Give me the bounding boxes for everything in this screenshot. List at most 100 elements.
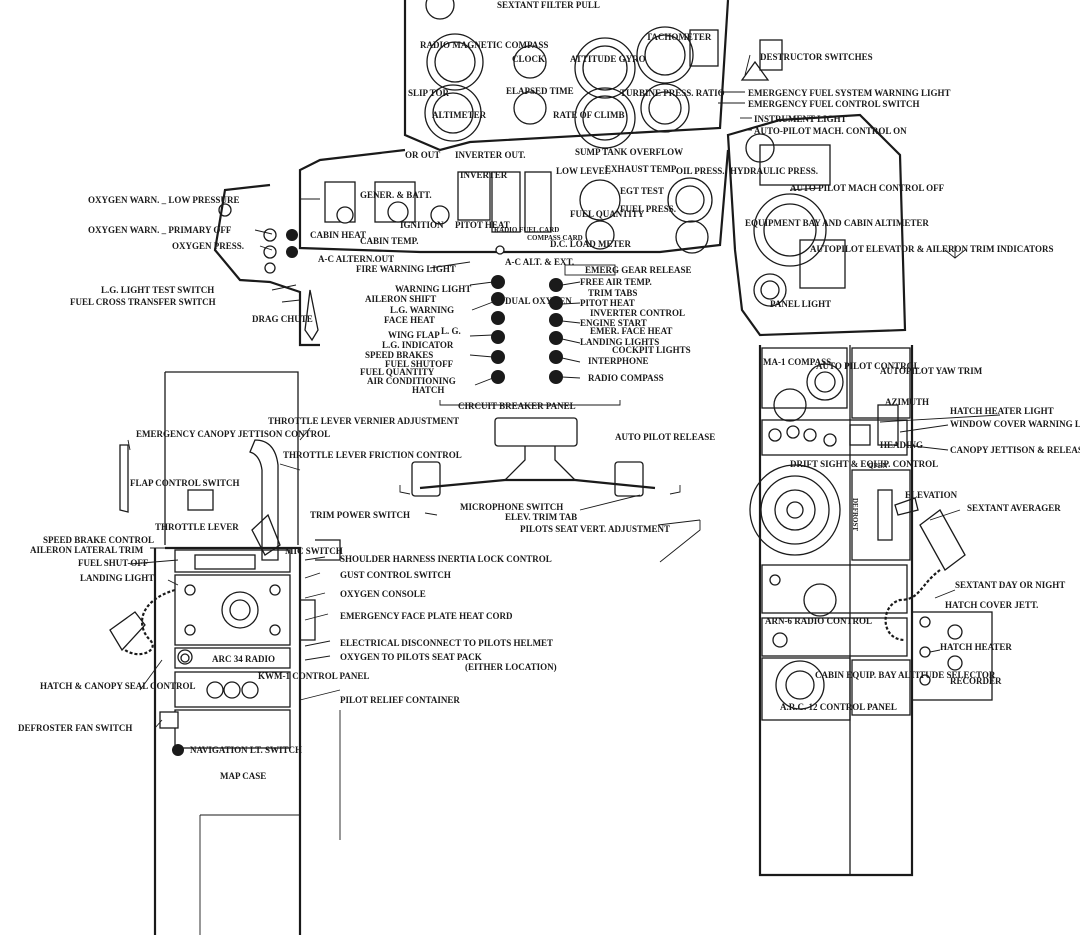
- label-lg-warning: L.G. WARNING: [390, 305, 454, 315]
- sextant-apparatus: [877, 404, 966, 642]
- label-autopilot-yaw-trim: AUTOPILOT YAW TRIM: [880, 366, 983, 376]
- label-throttle-lever-vernier: THROTTLE LEVER VERNIER ADJUSTMENT: [268, 416, 459, 426]
- label-wing-flap: WING FLAP: [388, 330, 440, 340]
- label-cabin-equip-bay-altitude-selector: CABIN EQUIP. BAY ALTITUDE SELECTOR: [815, 670, 996, 680]
- label-defroster-fan-switch: DEFROSTER FAN SWITCH: [18, 723, 132, 733]
- label-canopy-jettison-release: CANOPY JETTISON & RELEASE CONTROL: [950, 445, 1080, 455]
- label-hatch-cover-jett: HATCH COVER JETT.: [945, 600, 1038, 610]
- label-auto-pilot-release: AUTO PILOT RELEASE: [615, 432, 715, 442]
- label-cockpit-lights: COCKPIT LIGHTS: [612, 345, 691, 355]
- label-face-heat: FACE HEAT: [384, 315, 435, 325]
- label-ignition: IGNITION: [400, 220, 444, 230]
- label-fuel-quantity-gauge: FUEL QUANTITY: [570, 209, 645, 219]
- label-landing-lights: LANDING LIGHTS: [580, 337, 659, 347]
- label-trim-tabs: TRIM TABS: [588, 288, 637, 298]
- label-gener-batt: GENER. & BATT.: [360, 190, 432, 200]
- label-lg: L. G.: [441, 326, 461, 336]
- label-emer-face-heat: EMER. FACE HEAT: [590, 326, 672, 336]
- label-pilot-relief-container: PILOT RELIEF CONTAINER: [340, 695, 460, 705]
- label-hatch-heater-light: HATCH HEATER LIGHT: [950, 406, 1054, 416]
- right-console: [749, 345, 993, 877]
- label-mic-switch: MIC SWITCH: [285, 546, 343, 556]
- label-drift-sight: DRIFT SIGHT & EQUIP. CONTROL: [790, 459, 938, 469]
- label-kwm1-control-panel: KWM-1 CONTROL PANEL: [258, 671, 369, 681]
- label-aileron-lateral-trim: AILERON LATERAL TRIM: [30, 545, 144, 555]
- label-radio-fuel-card: RADIO FUEL CARD: [494, 226, 559, 234]
- label-radio-compass: RADIO COMPASS: [588, 373, 664, 383]
- label-speed-brakes: SPEED BRAKES: [365, 350, 433, 360]
- label-fuel-shutoff: FUEL SHUTOFF: [385, 359, 454, 369]
- label-equipment-bay-cabin-altimeter: EQUIPMENT BAY AND CABIN ALTIMETER: [745, 218, 929, 228]
- leader-lines: [127, 91, 1001, 840]
- label-emerg-gear-release: EMERG GEAR RELEASE: [585, 265, 692, 275]
- label-sump-tank-overflow: SUMP TANK OVERFLOW: [575, 147, 683, 157]
- label-fuel-shut-off: FUEL SHUT-OFF: [78, 558, 149, 568]
- label-dual-oxygen: DUAL OXYGEN: [505, 296, 572, 306]
- label-turbine-press-ratio: TURBINE PRESS. RATIO: [620, 88, 725, 98]
- label-oxygen-press: OXYGEN PRESS.: [172, 241, 244, 251]
- label-hydraulic-press: HYDRAULIC PRESS.: [730, 166, 818, 176]
- label-engine-start: ENGINE START: [580, 318, 647, 328]
- label-azimuth: AZIMUTH: [885, 397, 929, 407]
- label-oxygen-to-seat-pack: OXYGEN TO PILOTS SEAT PACK: [340, 652, 482, 662]
- label-destructor-switches: DESTRUCTOR SWITCHES: [760, 52, 873, 62]
- label-attitude-gyro: ATTITUDE GYRO: [570, 54, 646, 64]
- label-elapsed-time: ELAPSED TIME: [506, 86, 574, 96]
- label-trim-power-switch: TRIM POWER SWITCH: [310, 510, 410, 520]
- label-gust-control-switch: GUST CONTROL SWITCH: [340, 570, 451, 580]
- main-instrument-panel: [298, 0, 730, 255]
- label-generator-out: OR OUT: [405, 150, 440, 160]
- label-egt-test: EGT TEST: [620, 186, 664, 196]
- label-inverter-control: INVERTER CONTROL: [590, 308, 685, 318]
- label-pitot-heat-top: PITOT HEAT: [455, 220, 510, 230]
- label-instrument-light: INSTRUMENT LIGHT: [754, 114, 847, 124]
- label-heading: HEADING: [880, 440, 923, 450]
- label-fuel-press: FUEL PRESS.: [620, 204, 676, 214]
- label-map-case: MAP CASE: [220, 771, 266, 781]
- label-auto-pilot-control: AUTO PILOT CONTROL: [816, 361, 920, 371]
- label-sextant-averager: SEXTANT AVERAGER: [967, 503, 1061, 513]
- label-air-conditioning: AIR CONDITIONING: [367, 376, 456, 386]
- label-electrical-disconnect: ELECTRICAL DISCONNECT TO PILOTS HELMET: [340, 638, 553, 648]
- label-tachometer: TACHOMETER: [646, 32, 712, 42]
- label-defrost: DEFROST: [851, 498, 859, 531]
- label-arc12-control-panel: A.R.C. 12 CONTROL PANEL: [780, 702, 897, 712]
- label-arc34-radio: ARC 34 RADIO: [212, 654, 275, 664]
- label-inverter-out: INVERTER OUT.: [455, 150, 526, 160]
- label-recorder: RECORDER: [950, 676, 1002, 686]
- left-oxygen-panel: [213, 183, 320, 347]
- label-compass-card: COMPASS CARD: [527, 234, 583, 242]
- label-radio-magnetic-compass: RADIO MAGNETIC COMPASS: [420, 40, 548, 50]
- label-slip-indicator: SLIP TOR: [408, 88, 449, 98]
- label-navigation-lt-switch: NAVIGATION LT. SWITCH: [190, 745, 302, 755]
- label-ac-alt-ext: A-C ALT. & EXT.: [505, 257, 574, 267]
- label-fire-warning-light: FIRE WARNING LIGHT: [356, 264, 456, 274]
- label-ma1-compass: MA-1 COMPASS: [763, 357, 831, 367]
- label-window-cover-warning-light: WINDOW COVER WARNING LIGHT: [950, 419, 1080, 429]
- label-autopilot-mach-control-off: AUTO PILOT MACH CONTROL OFF: [790, 183, 945, 193]
- label-sextant-filter-pull: SEXTANT FILTER PULL: [497, 0, 600, 10]
- label-free-air-temp: FREE AIR TEMP.: [580, 277, 652, 287]
- label-elevation: ELEVATION: [905, 490, 958, 500]
- label-circuit-breaker-panel: CIRCUIT BREAKER PANEL: [458, 401, 576, 411]
- label-pilots-seat-vert-adjustment: PILOTS SEAT VERT. ADJUSTMENT: [520, 524, 670, 534]
- label-panel-light: PANEL LIGHT: [770, 299, 831, 309]
- label-oxygen-warn-low-pressure: OXYGEN WARN. _ LOW PRESSURE: [88, 195, 239, 205]
- oxygen-hose-left: [109, 588, 176, 656]
- label-fuel-quantity-cb: FUEL QUANTITY: [360, 367, 435, 377]
- label-dc-load-meter: D.C. LOAD METER: [550, 239, 632, 249]
- label-throttle-lever-friction: THROTTLE LEVER FRICTION CONTROL: [283, 450, 462, 460]
- label-arn6-radio-control: ARN-6 RADIO CONTROL: [765, 616, 872, 626]
- label-hatch-canopy-seal-control: HATCH & CANOPY SEAL CONTROL: [40, 681, 196, 691]
- left-console: [119, 371, 341, 935]
- label-elev-trim-tab: ELEV. TRIM TAB: [505, 512, 577, 522]
- label-fuel-cross-transfer-switch: FUEL CROSS TRANSFER SWITCH: [70, 297, 216, 307]
- label-drag-chute: DRAG CHUTE: [252, 314, 313, 324]
- label-shoulder-harness: SHOULDER HARNESS INERTIA LOCK CONTROL: [340, 554, 552, 564]
- label-lg-indicator: L.G. INDICATOR: [382, 340, 454, 350]
- label-low-level: LOW LEVEL: [556, 166, 611, 176]
- label-sextant-day-night: SEXTANT DAY OR NIGHT: [955, 580, 1065, 590]
- label-oil-press: OIL PRESS.: [676, 166, 725, 176]
- circuit-breaker-array: [439, 264, 621, 406]
